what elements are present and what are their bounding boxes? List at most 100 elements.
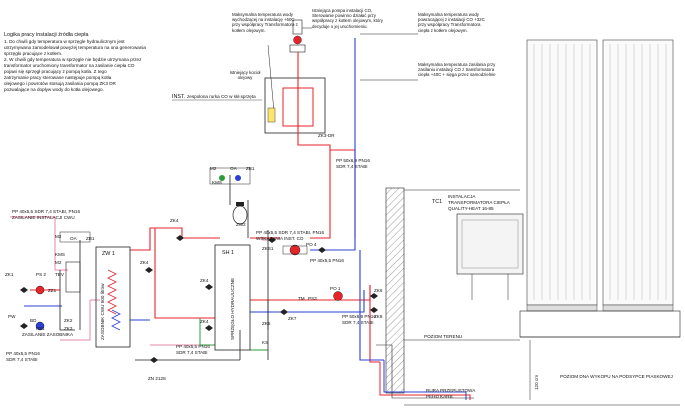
svg-text:PO 1: PO 1 <box>330 286 341 291</box>
svg-text:BD: BD <box>30 318 37 323</box>
svg-text:SDR 7,4 STABI: SDR 7,4 STABI <box>336 164 368 169</box>
manifold-left <box>59 231 91 293</box>
svg-text:KMS: KMS <box>55 252 65 257</box>
logic-line-6: pojawi się sprzęgł pracujący z pompą kot… <box>4 69 107 74</box>
svg-text:QUALITY-HEAT 16-85: QUALITY-HEAT 16-85 <box>448 206 494 211</box>
svg-text:PS1: PS1 <box>36 326 45 331</box>
svg-text:ZASILANIE INSTALACJI CWU: ZASILANIE INSTALACJI CWU <box>12 215 75 220</box>
svg-text:PS 2: PS 2 <box>36 272 46 277</box>
svg-text:KS: KS <box>262 340 268 345</box>
svg-text:TM: TM <box>298 296 305 301</box>
glycol-pipes <box>199 318 268 351</box>
svg-text:SDR 7,4 STABI: SDR 7,4 STABI <box>342 320 374 325</box>
logic-title: Logika pracy instalacji źródła ciepła <box>4 32 89 38</box>
oil-boiler: Istniejący kocioł olejowy <box>229 70 326 134</box>
conduit-label: RURA PRZEPUSTOWA <box>426 388 476 393</box>
svg-text:ZK4: ZK4 <box>200 319 209 324</box>
heat-exchanger-right <box>602 39 674 312</box>
svg-text:OA: OA <box>70 236 78 241</box>
pump-po1 <box>333 291 343 301</box>
logic-line-2: utrzymywana zamodelował powyżej temperat… <box>4 45 146 50</box>
svg-text:M2: M2 <box>55 260 62 265</box>
svg-text:KMS: KMS <box>212 180 222 185</box>
svg-text:ZK8: ZK8 <box>374 314 383 319</box>
svg-text:ZK3-DR: ZK3-DR <box>318 133 335 138</box>
expansion-vessel <box>232 202 248 225</box>
svg-text:ZK4: ZK4 <box>200 278 209 283</box>
svg-text:zespolona rurka CO w skł.sprzę: zespolona rurka CO w skł.sprzęta <box>187 94 256 99</box>
svg-text:ZW2: ZW2 <box>236 222 246 227</box>
heat-transformer-unit <box>456 213 524 300</box>
boiler-label: Istniejący kocioł olejowy <box>229 70 261 80</box>
logic-line-8: olejowego i powrotów stosują zasilania p… <box>4 81 117 86</box>
svg-text:ZKS1: ZKS1 <box>262 246 274 251</box>
heat-exchanger-left <box>526 39 598 312</box>
logic-line-9: pozwalające na dopływ wody do kotła olej… <box>4 87 104 92</box>
valve-markers <box>20 235 378 363</box>
pump-po4 <box>282 244 308 256</box>
svg-text:TBV: TBV <box>55 272 65 277</box>
pump-left <box>35 285 45 331</box>
svg-text:TC1: TC1 <box>432 199 442 205</box>
trench-level-label: POZIOM DNA WYKOPU NA PODSYPCE PIASKOWEJ <box>560 374 673 379</box>
sh1-label: SH 1 <box>222 250 234 256</box>
svg-text:ZK6: ZK6 <box>374 288 383 293</box>
svg-text:ZK1: ZK1 <box>5 272 14 277</box>
zw1-label: ZW 1 <box>102 251 115 257</box>
logic-line-4: 2. W chwili gdy temperatura w sprzęgle n… <box>4 57 142 62</box>
tc1-label: TC1 INSTALACJA TRANSFORMATORA CIEPŁA QUA… <box>432 194 511 211</box>
svg-text:PP 40x5,5 PN16: PP 40x5,5 PN16 <box>176 344 210 349</box>
svg-text:ZB1: ZB1 <box>86 236 95 241</box>
svg-text:OA: OA <box>230 166 238 171</box>
svg-text:PO 4: PO 4 <box>306 242 317 247</box>
svg-text:SDR 7,4 STABI: SDR 7,4 STABI <box>176 350 208 355</box>
svg-text:PP 40x5,5 PN16: PP 40x5,5 PN16 <box>310 258 344 263</box>
logic-lines: 1. Do chwili gdy temperatura w sprzęgle … <box>4 39 146 92</box>
zw1-tank: ZW 1 ZASOBNIK CWU 500 litrów <box>95 246 131 348</box>
dimension: 120 cm <box>529 340 539 400</box>
svg-text:ZB1: ZB1 <box>246 166 255 171</box>
svg-text:ZN 2128: ZN 2128 <box>148 376 166 381</box>
callout-supply: Maksymalna temperatura zasilania przy za… <box>360 62 496 81</box>
svg-text:M2: M2 <box>55 234 62 239</box>
callout-pump-existing: Istniejąca pompa instalacji CO, Sterowan… <box>302 8 383 29</box>
svg-text:PW: PW <box>8 314 16 319</box>
existing-pump <box>289 19 306 53</box>
svg-text:SDR 7,4 STABI: SDR 7,4 STABI <box>6 357 38 362</box>
callout-pump: Maksymalna temperatura wody wychodzącej … <box>232 12 298 113</box>
sh1-inner-label: SPRZĘGŁO HYDRAULICZNE <box>230 278 235 340</box>
svg-text:ZK5: ZK5 <box>262 321 271 326</box>
sh1-tank: SH 1 SPRZĘGŁO HYDRAULICZNE <box>214 244 251 351</box>
svg-text:ZK2: ZK2 <box>64 318 73 323</box>
svg-text:ZK4: ZK4 <box>170 218 179 223</box>
building-wall <box>385 187 680 406</box>
svg-text:PS3: PS3 <box>308 296 317 301</box>
logic-line-5: transformator uruchomiony transformator … <box>4 63 135 68</box>
conduit-label-2: PEHD KARB. <box>426 394 454 399</box>
zw1-inner-label: ZASOBNIK CWU 500 litrów <box>100 283 105 340</box>
svg-text:ZASILANIE ZASOBNIKA: ZASILANIE ZASOBNIKA <box>22 332 74 337</box>
svg-text:M2: M2 <box>210 166 217 171</box>
svg-text:PP 50x6,9 PN16: PP 50x6,9 PN16 <box>336 158 370 163</box>
svg-text:PP 40x5,5 SDR 7,4 STABI, PN16: PP 40x5,5 SDR 7,4 STABI, PN16 <box>12 209 80 214</box>
svg-text:WSKAZANIA INST. CO: WSKAZANIA INST. CO <box>256 236 304 241</box>
base-slab <box>519 310 681 338</box>
svg-text:TRANSFORMATORA CIEPŁA: TRANSFORMATORA CIEPŁA <box>448 200 511 205</box>
svg-text:ZK3: ZK3 <box>64 326 73 331</box>
top-valve-cluster <box>209 167 251 185</box>
svg-text:PP 50x6,9 PN16: PP 50x6,9 PN16 <box>342 314 376 319</box>
svg-text:ZK4: ZK4 <box>140 260 149 265</box>
svg-text:ZZ1: ZZ1 <box>48 288 57 293</box>
logic-line-3: sprzęgło pracujące z kotłem. <box>4 51 62 56</box>
svg-text:INSTALACJA: INSTALACJA <box>448 194 476 199</box>
callout-co: Maksymalna temperatura wody powracającej… <box>360 12 485 35</box>
inst-label: INST. zespolona rurka CO w skł.sprzęta <box>172 94 262 101</box>
logic-line-1: 1. Do chwili gdy temperatura w sprzęgle … <box>4 39 125 44</box>
ground-level-label: POZIOM TERENU <box>424 334 462 339</box>
svg-text:INST.: INST. <box>172 94 185 100</box>
buried-conduit <box>376 344 474 400</box>
component-labels: ZK3-DR PP 50x6,9 PN16 SDR 7,4 STABI M2 O… <box>5 133 383 381</box>
svg-text:120 cm: 120 cm <box>534 375 539 390</box>
svg-text:PP 40x5,5 PN16: PP 40x5,5 PN16 <box>6 351 40 356</box>
